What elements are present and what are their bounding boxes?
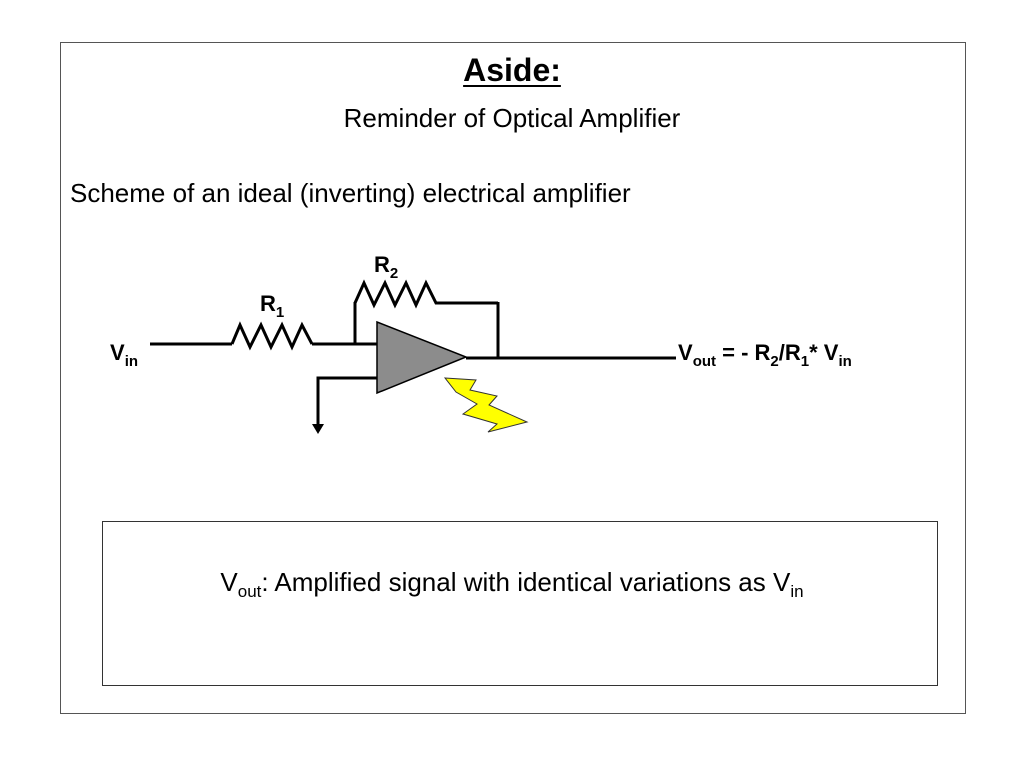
vout-formula: Vout = - R2/R1* Vin	[678, 340, 852, 370]
note-body: : Amplified signal with identical variat…	[261, 567, 791, 597]
amplifier-triangle-icon	[376, 320, 469, 395]
ground-arrow-icon	[312, 424, 324, 434]
resistor-r1	[230, 321, 314, 351]
note-out-sub: out	[237, 582, 262, 601]
slide-subtitle: Reminder of Optical Amplifier	[343, 103, 681, 133]
note-text: Vout: Amplified signal with identical va…	[0, 567, 1024, 601]
r1-label: R1	[260, 291, 284, 321]
note-in-sub: in	[790, 582, 804, 601]
note-v: V	[220, 567, 238, 597]
vin-label: Vin	[110, 340, 138, 370]
r2-label: R2	[374, 252, 398, 282]
lightning-bolt-icon	[443, 377, 529, 433]
scheme-caption: Scheme of an ideal (inverting) electrica…	[70, 178, 631, 208]
resistor-r2	[353, 279, 498, 309]
slide-title: Aside:	[463, 52, 561, 88]
note-box	[102, 521, 938, 686]
ground-wire	[316, 376, 378, 426]
